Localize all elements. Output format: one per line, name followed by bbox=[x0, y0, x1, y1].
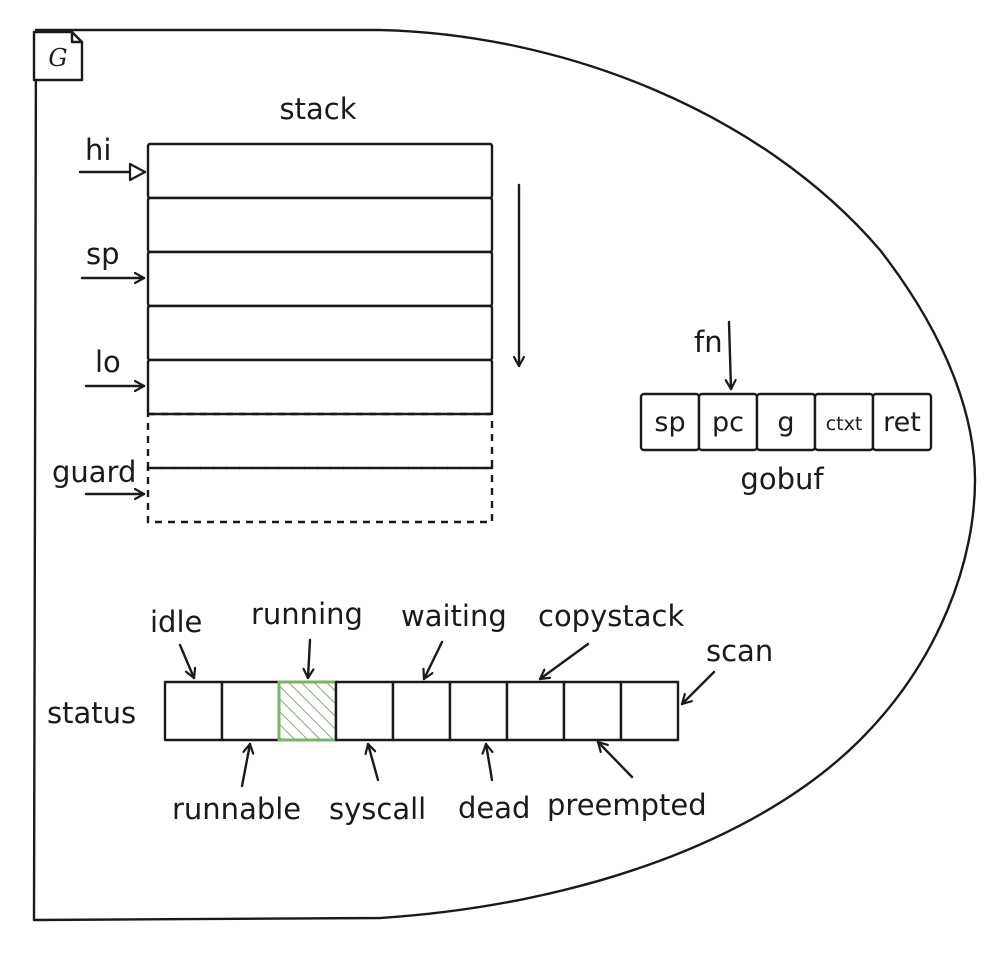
status-cell bbox=[163, 680, 224, 742]
gobuf-field-label: sp bbox=[654, 407, 685, 438]
gobuf-title: gobuf bbox=[740, 462, 824, 496]
status-arrow-idle bbox=[178, 643, 194, 680]
status-label-idle: idle bbox=[150, 605, 202, 639]
status-cell bbox=[448, 680, 509, 742]
gobuf-field-ret bbox=[871, 392, 933, 452]
status-arrow-scan bbox=[680, 670, 716, 706]
status-cell bbox=[619, 680, 680, 742]
status-label-copystack: copystack bbox=[538, 599, 684, 633]
status-arrow-preempted bbox=[596, 740, 634, 779]
status-label-running: running bbox=[251, 597, 363, 631]
status-cell bbox=[334, 680, 395, 742]
status-label-runnable: runnable bbox=[172, 792, 301, 826]
g-tag-label: G bbox=[48, 44, 67, 72]
gobuf-field-label: g bbox=[777, 407, 794, 438]
stack-frame bbox=[146, 196, 494, 254]
gobuf-field-label: pc bbox=[712, 407, 744, 438]
pointer-label-lo: lo bbox=[95, 345, 121, 379]
status-label-preempted: preempted bbox=[547, 788, 707, 822]
stack-pointer-hi: hi bbox=[78, 133, 147, 182]
stack-pointer-sp: sp bbox=[80, 237, 146, 278]
stack-frames bbox=[146, 142, 494, 524]
pointer-label-guard: guard bbox=[52, 455, 136, 489]
status-label: status bbox=[47, 696, 136, 730]
stack-frame bbox=[146, 304, 494, 362]
status-cells bbox=[163, 680, 680, 742]
pointer-label-hi: hi bbox=[85, 133, 111, 167]
status-cell bbox=[562, 680, 623, 742]
gobuf-field-label: ret bbox=[883, 407, 921, 438]
gobuf-fn-arrow bbox=[729, 320, 731, 391]
status-label-scan: scan bbox=[706, 634, 773, 668]
stack-pointer-guard: guard bbox=[52, 455, 146, 494]
status-label-dead: dead bbox=[458, 791, 530, 825]
status-arrow-running bbox=[308, 638, 310, 680]
stack-pointer-lo: lo bbox=[84, 345, 146, 386]
status-cell bbox=[391, 680, 452, 742]
stack-frame bbox=[146, 142, 494, 200]
guard-frame bbox=[146, 412, 494, 470]
stack-frame bbox=[146, 250, 494, 308]
guard-frame bbox=[146, 466, 494, 524]
status-cell-highlighted bbox=[277, 680, 338, 742]
gobuf-fn-label: fn bbox=[694, 325, 723, 359]
stack-title: stack bbox=[280, 92, 357, 126]
g-tag-icon: G bbox=[32, 30, 84, 82]
status-arrow-dead bbox=[486, 742, 492, 782]
status-label-syscall: syscall bbox=[329, 792, 426, 826]
stack-frame bbox=[146, 358, 494, 416]
goroutine-outline bbox=[32, 28, 977, 922]
status-arrow-syscall bbox=[368, 742, 380, 782]
gobuf-struct: sp pc g ctxt ret bbox=[639, 392, 933, 452]
status-arrow-runnable bbox=[240, 742, 250, 788]
gobuf-field-label: ctxt bbox=[826, 413, 863, 435]
pointer-label-sp: sp bbox=[86, 237, 120, 271]
status-cell bbox=[220, 680, 281, 742]
status-arrow-copystack bbox=[538, 642, 590, 681]
status-label-waiting: waiting bbox=[401, 599, 507, 633]
status-cell bbox=[505, 680, 566, 742]
status-arrow-waiting bbox=[424, 640, 444, 681]
